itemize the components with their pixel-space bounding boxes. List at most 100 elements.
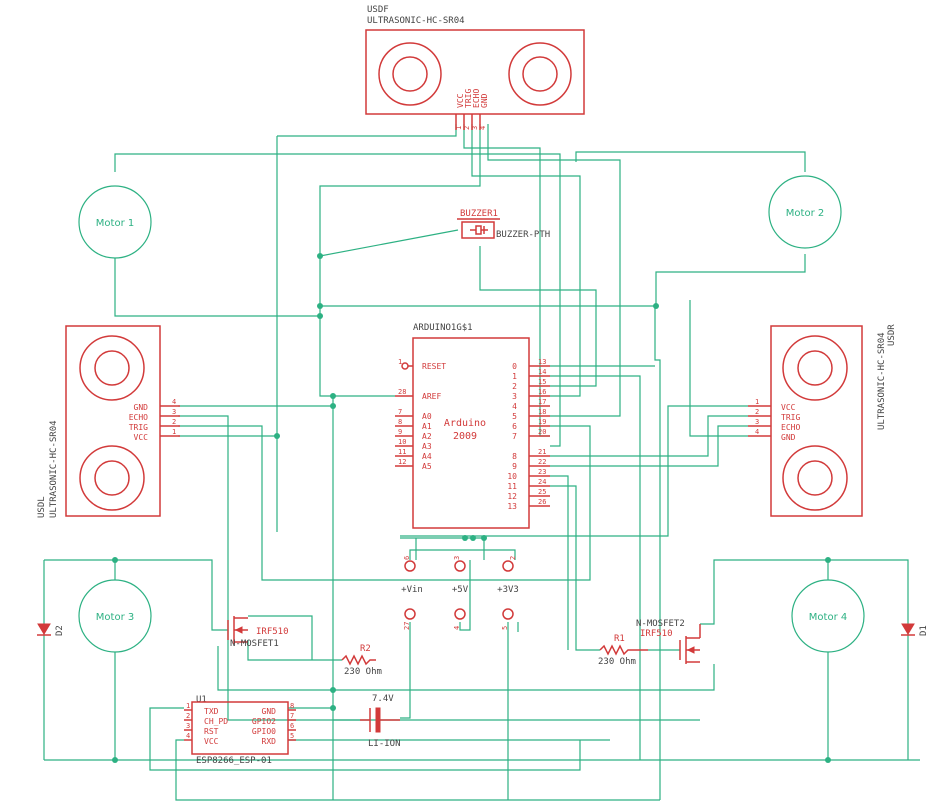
battery: 7.4V LI-ION [360,694,401,749]
svg-text:+5V: +5V [452,585,469,595]
r1-name: R1 [614,634,625,644]
svg-text:VCC: VCC [456,93,465,108]
esp-part: ESP8266_ESP-01 [196,756,272,766]
svg-text:2: 2 [755,408,759,416]
mosfet-2-name: N-MOSFET2 [636,619,685,629]
svg-text:3: 3 [453,556,461,560]
svg-text:6: 6 [290,722,294,730]
svg-text:TRIG: TRIG [781,413,800,422]
arduino-pin-label: A5 [422,462,432,471]
arduino-pin-label: 1 [512,372,517,381]
diode-d1: D1 [901,623,929,636]
arduino-pin-label: RESET [422,362,446,371]
mosfet-1: IRF510 N-MOSFET1 [227,616,289,649]
svg-text:4: 4 [186,732,190,740]
svg-text:5: 5 [501,626,509,630]
svg-text:GND: GND [134,403,149,412]
arduino-pin-num: 18 [538,408,546,416]
svg-text:ECHO: ECHO [472,89,481,108]
svg-text:Motor 2: Motor 2 [786,208,824,219]
ultrasonic-sensor-left: GND ECHO TRIG VCC 4 3 2 1 USDL ULTRASONI… [37,325,180,518]
battery-type: LI-ION [368,739,401,749]
svg-text:8: 8 [290,702,294,710]
arduino-pin-num: 28 [398,388,406,396]
d2-label: D2 [55,625,65,636]
svg-text:2: 2 [463,126,471,130]
motor-2: Motor 2 [768,175,842,249]
svg-text:RXD: RXD [262,737,277,746]
svg-text:TRIG: TRIG [464,89,473,108]
svg-text:VCC: VCC [204,737,219,746]
motor-1: Motor 1 [78,185,152,259]
ultrasonic-sensor-front: USDF ULTRASONIC-HC-SR04 VCC TRIG ECHO GN… [365,5,585,130]
mosfet-1-part: IRF510 [256,627,289,637]
svg-text:+Vin: +Vin [401,585,423,595]
arduino-year: 2009 [453,431,477,442]
svg-text:Motor 1: Motor 1 [96,218,134,229]
arduino-pin-num: 24 [538,478,546,486]
svg-text:TRIG: TRIG [129,423,148,432]
arduino-pin-num: 25 [538,488,546,496]
svg-text:2: 2 [172,418,176,426]
svg-text:GND: GND [262,707,277,716]
svg-text:CH_PD: CH_PD [204,717,228,726]
arduino-title: Arduino [444,418,486,429]
arduino-pin-num: 12 [398,458,406,466]
svg-text:ECHO: ECHO [129,413,148,422]
arduino-pin-label: 10 [507,472,517,481]
svg-text:3: 3 [471,126,479,130]
svg-text:TXD: TXD [204,707,219,716]
arduino-pin-num: 7 [398,408,402,416]
arduino-pin-num: 14 [538,368,546,376]
svg-text:+3V3: +3V3 [497,585,519,595]
arduino-pin-num: 22 [538,458,546,466]
svg-text:GPIO2: GPIO2 [252,717,276,726]
5v-pads: 3 4 +5V [452,556,469,630]
junctions [112,253,831,763]
svg-text:RST: RST [204,727,219,736]
buzzer-part: BUZZER-PTH [496,230,550,240]
battery-voltage: 7.4V [372,694,394,704]
svg-text:VCC: VCC [134,433,149,442]
svg-text:4: 4 [172,398,176,406]
power-pads: 6 27 +Vin 3 4 +5V 2 5 +3V3 [401,556,519,630]
svg-text:1: 1 [186,702,190,710]
svg-text:4: 4 [479,126,487,130]
arduino-pin-label: 5 [512,412,517,421]
arduino-pin-num: 15 [538,378,546,386]
arduino-pin-label: A3 [422,442,432,451]
arduino-pin-label: 3 [512,392,517,401]
arduino-pin-num: 17 [538,398,546,406]
arduino-pin-label: 13 [507,502,517,511]
arduino-pin-label: A2 [422,432,432,441]
arduino-pin-label: 12 [507,492,517,501]
usdf-part: ULTRASONIC-HC-SR04 [367,16,465,26]
arduino-pin-num: 1 [398,358,402,366]
arduino-pin-num: 26 [538,498,546,506]
arduino-pin-num: 16 [538,388,546,396]
buzzer: BUZZER1 BUZZER-PTH [457,209,550,240]
svg-text:6: 6 [403,556,411,560]
buzzer-name: BUZZER1 [460,209,498,219]
arduino-pin-label: 6 [512,422,517,431]
arduino-pin-num: 8 [398,418,402,426]
svg-text:3: 3 [186,722,190,730]
arduino-pin-label: 4 [512,402,517,411]
svg-text:Motor 3: Motor 3 [96,612,134,623]
arduino-pin-num: 13 [538,358,546,366]
usdf-pin-labels: VCC TRIG ECHO GND [456,89,489,108]
motor-3: Motor 3 [78,579,152,653]
arduino-name: ARDUINO1G$1 [413,323,473,333]
svg-text:1: 1 [172,428,176,436]
svg-text:GND: GND [781,433,796,442]
arduino-pin-label: 9 [512,462,517,471]
arduino-pin-label: 11 [507,482,517,491]
arduino-pin-num: 11 [398,448,406,456]
arduino-pin-label: A1 [422,422,432,431]
motor-4: Motor 4 [791,579,865,653]
wires [43,124,920,801]
usdl-name: USDL [37,496,47,518]
resistor-r2: R2 230 Ohm [341,644,382,677]
arduino-pin-label: 0 [512,362,517,371]
